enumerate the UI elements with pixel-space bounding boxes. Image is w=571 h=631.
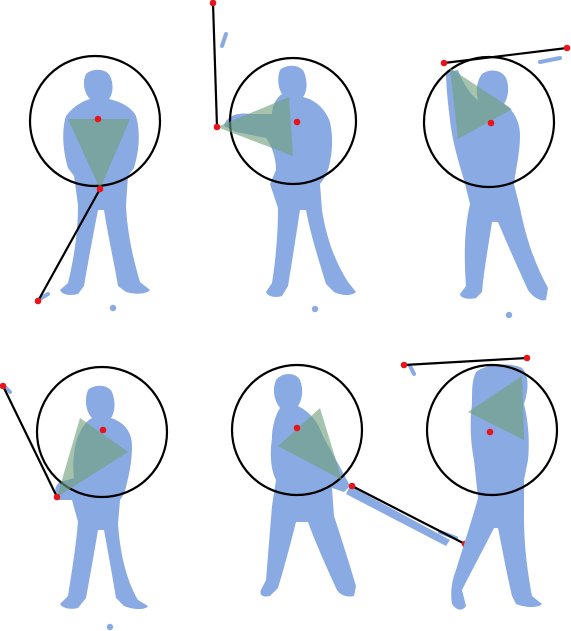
chest-marker bbox=[486, 428, 494, 436]
panel-follow-through bbox=[400, 354, 559, 610]
hand-marker bbox=[213, 123, 221, 131]
panel-impact bbox=[230, 363, 469, 597]
golf-ball bbox=[109, 304, 117, 312]
swing-circle bbox=[422, 55, 556, 189]
swing-circle bbox=[230, 363, 364, 497]
panel-takeaway bbox=[209, 0, 358, 313]
clubhead-marker bbox=[209, 0, 217, 7]
clubhead-marker bbox=[34, 297, 42, 305]
swing-circle bbox=[425, 363, 559, 497]
clubhead-marker bbox=[0, 382, 7, 390]
hand-marker bbox=[348, 482, 356, 490]
panel-top-of-backswing bbox=[422, 44, 571, 319]
chest-marker bbox=[487, 119, 495, 127]
swing-circle bbox=[28, 54, 162, 188]
swing-circle bbox=[35, 365, 169, 499]
hand-marker bbox=[523, 354, 531, 362]
swing-circle bbox=[228, 56, 358, 186]
arm-triangle bbox=[57, 418, 128, 497]
panel-downswing bbox=[0, 365, 169, 631]
club-shaft bbox=[1, 384, 59, 499]
club-shaft bbox=[402, 356, 529, 367]
golf-ball bbox=[311, 305, 319, 313]
chest-marker bbox=[99, 426, 107, 434]
hand-marker bbox=[96, 185, 104, 193]
clubhead-marker bbox=[563, 44, 571, 52]
arm-triangle bbox=[278, 408, 342, 480]
arm-triangle bbox=[217, 97, 293, 156]
hand-marker bbox=[53, 493, 61, 501]
panel-address bbox=[28, 54, 162, 312]
club-head bbox=[220, 32, 228, 48]
arm-triangle bbox=[68, 119, 130, 189]
hand-marker bbox=[440, 59, 448, 67]
golfer-silhouette bbox=[224, 65, 356, 297]
golf-ball bbox=[505, 311, 513, 319]
club-head bbox=[538, 56, 562, 64]
chest-marker bbox=[293, 424, 301, 432]
club-shaft bbox=[211, 1, 219, 129]
arm-triangle bbox=[468, 376, 524, 440]
club-head bbox=[408, 364, 416, 376]
clubhead-marker bbox=[400, 361, 408, 369]
club-shaft bbox=[36, 187, 102, 303]
chest-marker bbox=[293, 118, 301, 126]
arm-triangle bbox=[450, 68, 512, 139]
chest-marker bbox=[94, 115, 102, 123]
club-shaft bbox=[442, 46, 569, 65]
golf-ball bbox=[106, 623, 114, 631]
club-shaft bbox=[350, 484, 467, 546]
